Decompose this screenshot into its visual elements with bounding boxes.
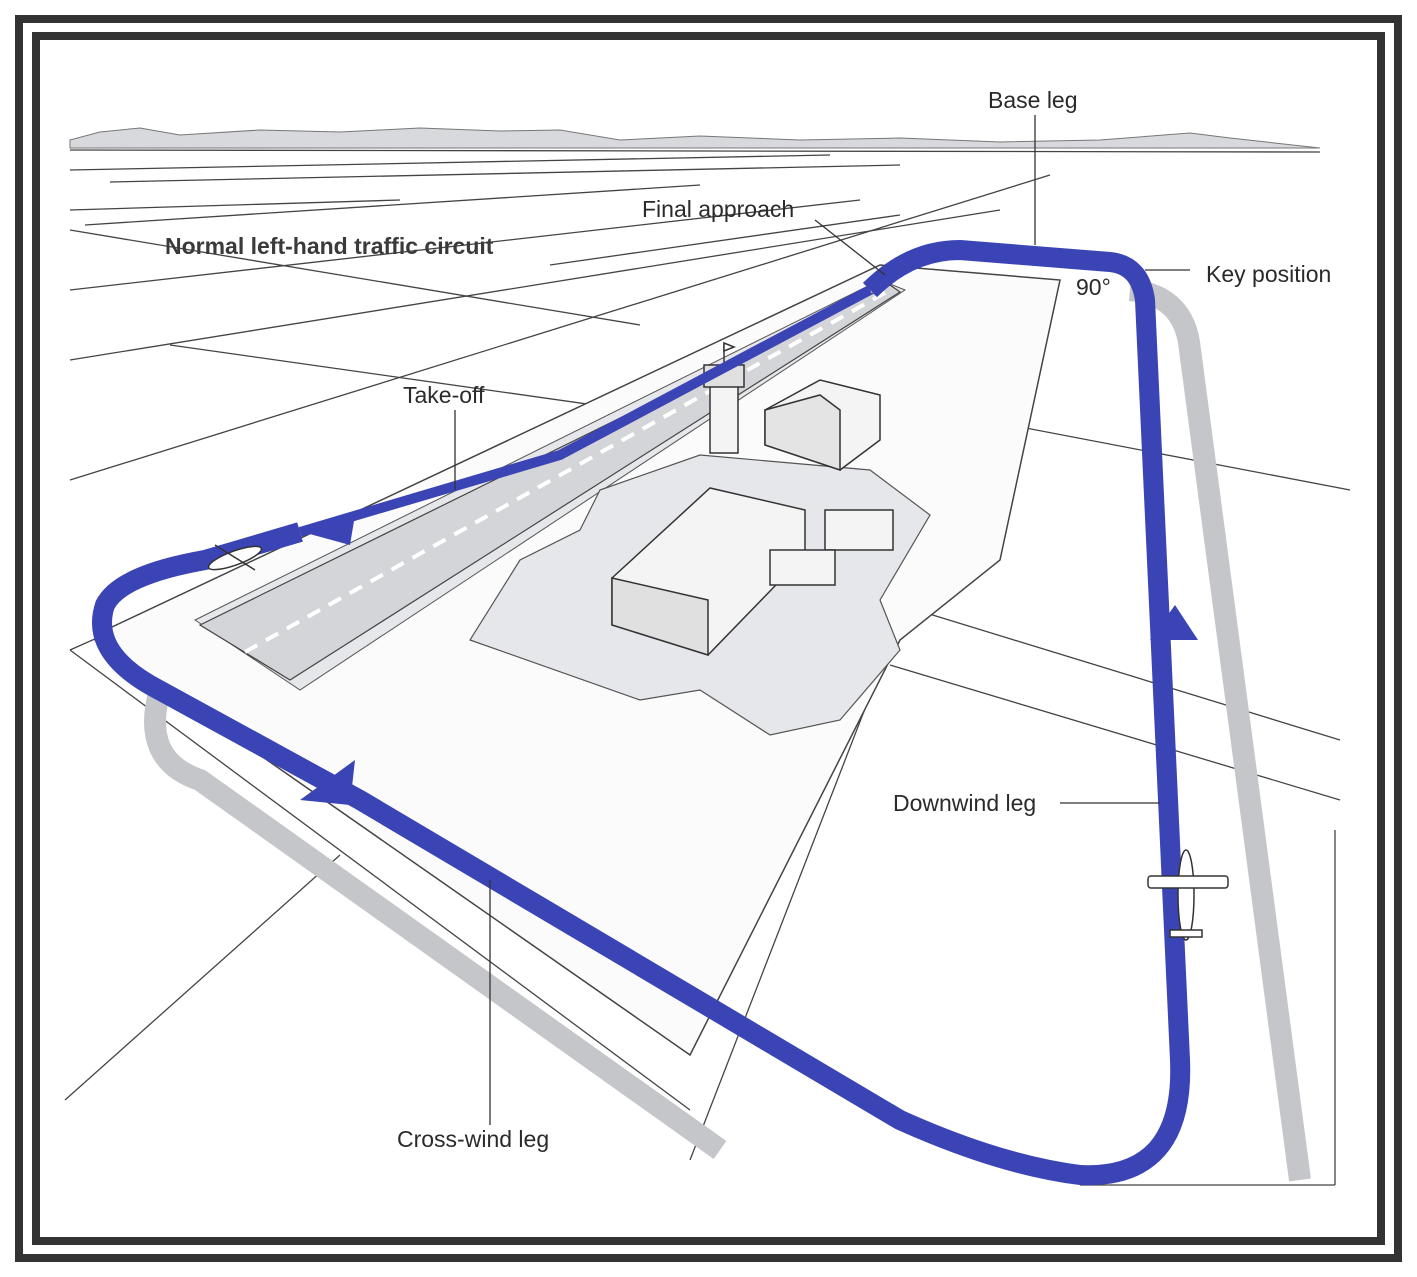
downwind-arrow (1150, 605, 1198, 640)
label-take-off: Take-off (403, 382, 485, 408)
inner-frame (32, 32, 1385, 1245)
diagram-title: Normal left-hand traffic circuit (165, 233, 494, 259)
hangar (611, 487, 894, 657)
takeoff-arrow (295, 515, 355, 545)
runway-centerline (244, 288, 891, 654)
horizon-mountains (69, 127, 1321, 149)
aircraft-downwind (1147, 849, 1229, 941)
circuit-path (92, 240, 1191, 1186)
label-final-approach: Final approach (642, 196, 795, 222)
label-base-leg: Base leg (988, 87, 1078, 113)
terminal-building (764, 379, 881, 472)
label-angle: 90° (1076, 274, 1111, 300)
leader-lines (454, 115, 1190, 1125)
crosswind-arrow (300, 760, 355, 805)
outer-frame (15, 15, 1402, 1262)
label-key-position: Key position (1206, 261, 1332, 287)
label-cross-wind-leg: Cross-wind leg (397, 1126, 550, 1152)
aircraft-takeoff (207, 544, 263, 571)
label-downwind-leg: Downwind leg (893, 790, 1037, 816)
final-approach-path (298, 285, 873, 537)
